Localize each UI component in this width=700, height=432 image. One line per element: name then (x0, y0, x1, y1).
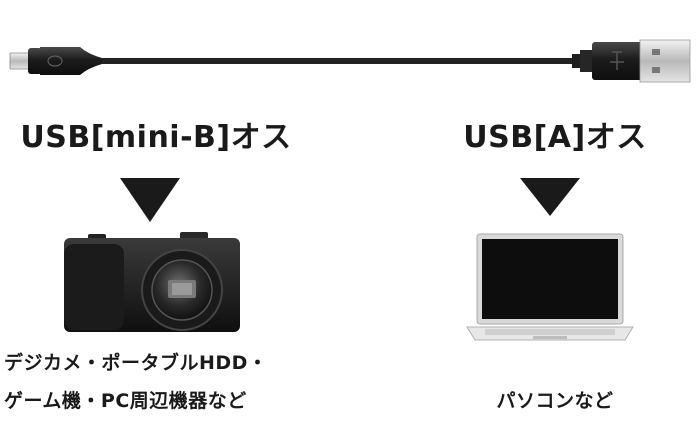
cable-wire (100, 58, 575, 64)
usb-cable-illustration (9, 39, 691, 83)
down-arrow-icon-right (520, 178, 580, 216)
mini-b-plug (9, 47, 102, 75)
down-arrow-icon-left (120, 178, 180, 222)
right-device-label: パソコンなど (496, 390, 614, 412)
mini-b-connector-label: USB[mini-B]オス (20, 120, 292, 155)
usb-a-plug (572, 39, 691, 83)
left-device-label-line2: ゲーム機・PC周辺機器など (4, 390, 247, 412)
laptop-image (466, 233, 634, 341)
left-device-label-line1: デジカメ・ポータブルHDD・ (4, 352, 268, 374)
digital-camera-image (64, 232, 240, 332)
arrows (120, 178, 580, 222)
usb-a-connector-label: USB[A]オス (463, 120, 647, 155)
